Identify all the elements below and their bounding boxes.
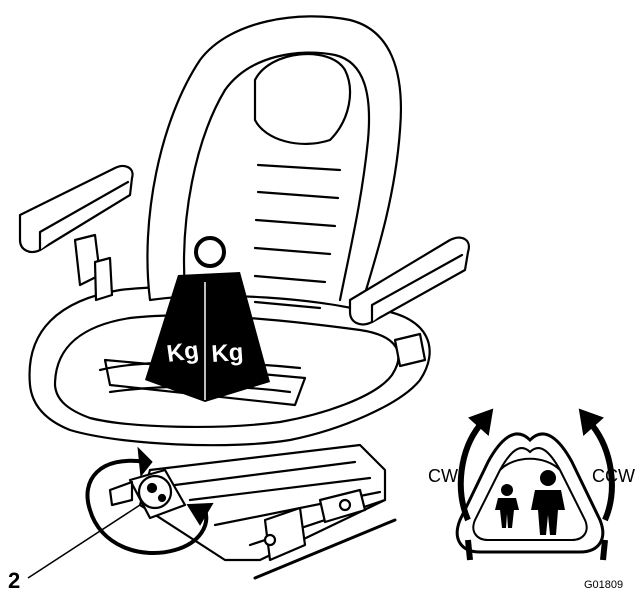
callout-leader-line: [28, 505, 140, 578]
weight-label-left: Kg: [165, 337, 200, 368]
figure-code: G01809: [584, 579, 623, 590]
seat-suspension-base: [140, 445, 395, 578]
rotation-inset: CW CCW: [428, 410, 635, 560]
weight-label-right: Kg: [211, 339, 245, 368]
cw-label: CW: [428, 466, 458, 486]
seat-left-armrest: [20, 166, 133, 300]
ccw-label: CCW: [592, 466, 635, 486]
seat-backrest: [147, 16, 400, 310]
callout-number: 2: [8, 568, 20, 590]
